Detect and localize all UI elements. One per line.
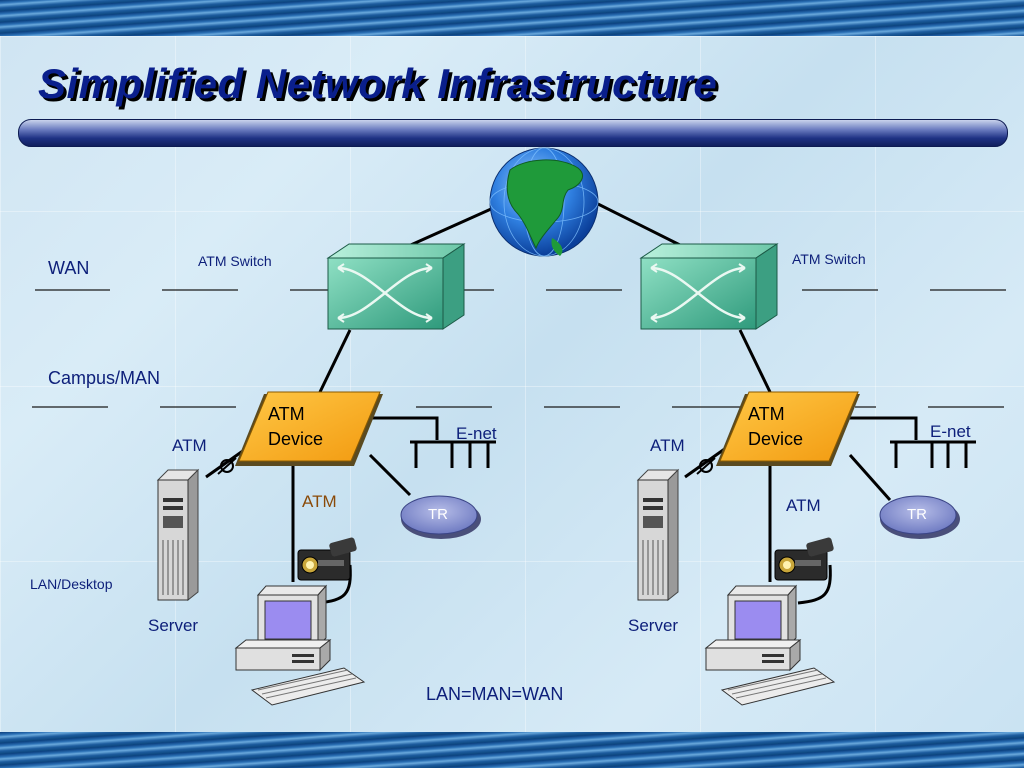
- atm-device-icon: [716, 391, 860, 466]
- right-server-label: Server: [628, 616, 679, 635]
- left-enet-label: E-net: [456, 424, 497, 443]
- token-ring-icon: [879, 495, 960, 539]
- atm-device-icon: [235, 391, 383, 466]
- right-atm-switch-label: ATM Switch: [792, 251, 866, 267]
- left-atm-device-line1: ATM: [268, 404, 305, 424]
- ethernet-bus-icon: [890, 440, 976, 468]
- left-atm-link-label: ATM: [302, 492, 337, 511]
- right-atm-port-label: ATM: [650, 436, 685, 455]
- right-atm-device-line1: ATM: [748, 404, 785, 424]
- left-atm-port-label: ATM: [172, 436, 207, 455]
- ethernet-bus-icon: [410, 440, 496, 468]
- server-icon: [636, 468, 680, 602]
- lan-tier-label: LAN/Desktop: [30, 576, 113, 592]
- right-atm-device-line2: Device: [748, 429, 804, 449]
- atm-switch-icon: [326, 243, 466, 330]
- campus-tier-label: Campus/MAN: [48, 368, 161, 388]
- left-server-label: Server: [148, 616, 199, 635]
- background-tiles: [0, 36, 1024, 732]
- slide-title: Simplified Network Infrastructure: [38, 60, 718, 107]
- water-band-top: [0, 0, 1024, 36]
- atm-port-icon: [217, 457, 237, 475]
- title-underline-bar: [18, 119, 1008, 147]
- atm-switch-icon: [639, 243, 779, 330]
- desktop-computer-icon: [234, 584, 366, 706]
- connection-links: [205, 198, 918, 605]
- video-camera-icon: [774, 537, 834, 581]
- left-atm-switch-label: ATM Switch: [198, 253, 272, 269]
- right-atm-link-label: ATM: [786, 496, 821, 515]
- token-ring-icon: [400, 495, 481, 539]
- wan-tier-label: WAN: [48, 258, 90, 278]
- left-atm-device-line2: Device: [268, 429, 324, 449]
- atm-port-icon: [696, 457, 716, 475]
- lan-man-wan-equation: LAN=MAN=WAN: [426, 684, 564, 704]
- right-enet-label: E-net: [930, 422, 971, 441]
- desktop-computer-icon: [704, 584, 836, 706]
- right-token-ring-label: TR: [907, 506, 927, 523]
- left-atm-device-label: ATM Device: [268, 402, 323, 452]
- globe-icon: [489, 147, 599, 257]
- water-band-bottom: [0, 732, 1024, 768]
- server-icon: [156, 468, 200, 602]
- video-camera-icon: [297, 537, 357, 581]
- right-atm-device-label: ATM Device: [748, 402, 803, 452]
- left-token-ring-label: TR: [428, 506, 448, 523]
